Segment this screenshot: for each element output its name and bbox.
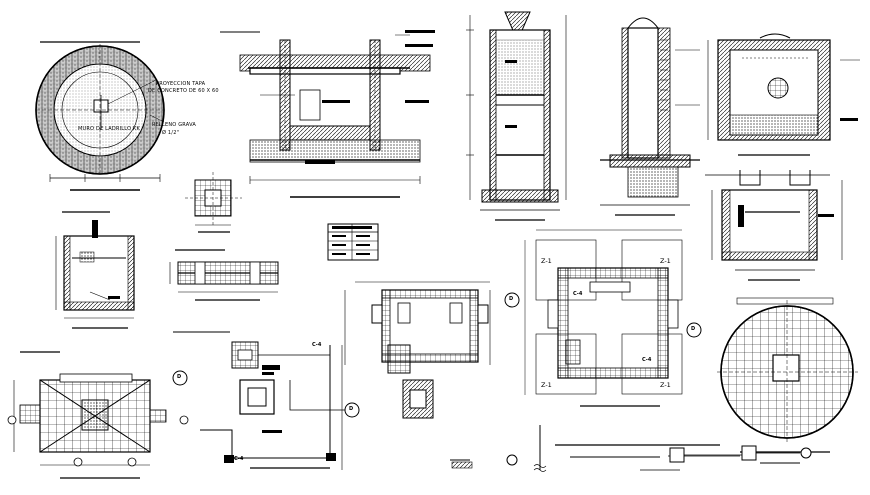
manhole-section — [705, 170, 843, 281]
box-tank-section — [707, 33, 860, 156]
section-markers — [172, 292, 702, 466]
column-tag-2: C-4 — [234, 456, 244, 462]
footing-plan-small — [185, 172, 242, 233]
tank-tower-section-a — [466, 11, 567, 221]
lid-note-line2: DE CONCRETO DE 60 X 60 — [148, 88, 219, 94]
slab-reinforcement-plan — [7, 351, 189, 479]
column-tag-1: C-4 — [312, 342, 322, 348]
pipeline-profile — [450, 425, 812, 472]
column-layout-plan — [173, 331, 345, 470]
zone-label-nw: Z-1 — [541, 257, 552, 265]
circular-well-plan — [35, 41, 165, 191]
tank-tower-section-b — [600, 17, 700, 216]
foundation-section — [220, 30, 435, 198]
section-marker-1: D — [177, 374, 182, 380]
tank-reinforcement-plan — [344, 281, 491, 419]
zone-label-se: Z-1 — [660, 381, 671, 389]
section-marker-3: D — [509, 296, 514, 302]
zone-label-ne: Z-1 — [660, 257, 671, 265]
column-tag-3: C-4 — [573, 291, 583, 297]
lid-note-line1: PROYECCION TAPA — [156, 81, 206, 87]
gravel-note-line2: Ø 1/2" — [162, 130, 180, 136]
section-marker-4: D — [691, 326, 696, 332]
gravel-note-line1: RELLENO GRAVA — [152, 122, 196, 128]
beam-reinforcement-detail — [169, 249, 279, 301]
tank-wall-section — [55, 211, 135, 329]
section-marker-2: D — [349, 406, 354, 412]
column-tag-4: C-4 — [642, 357, 652, 363]
zone-label-sw: Z-1 — [541, 381, 552, 389]
circle-inner-label: MURO DE LADRILLO KK — [78, 126, 140, 132]
schedule-table — [327, 223, 379, 261]
footing-layout-plan — [524, 229, 683, 407]
circular-slab-plan — [717, 297, 858, 453]
